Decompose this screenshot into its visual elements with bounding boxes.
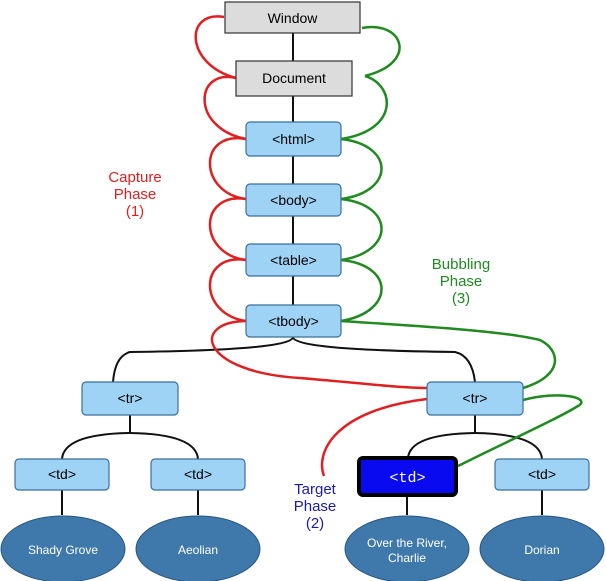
- target-phase-line2: Phase: [294, 498, 337, 515]
- node-table-label: <table>: [270, 252, 317, 268]
- node-tr-left: <tr>: [81, 381, 179, 416]
- capture-phase-label: Capture Phase (1): [108, 169, 161, 220]
- target-phase-label: Target Phase (2): [294, 481, 337, 532]
- node-document: Document: [235, 60, 353, 97]
- leaf-over-the-river-line2: Charlie: [388, 551, 426, 565]
- leaf-shady-grove-label: Shady Grove: [28, 543, 98, 557]
- node-tr-right: <tr>: [426, 381, 524, 416]
- node-html: <html>: [245, 121, 342, 157]
- tree-connectors: [61, 33, 543, 515]
- capture-arc-3: [208, 136, 247, 201]
- node-td-target-label: <td>: [389, 470, 425, 487]
- node-td-4: <td>: [494, 458, 590, 491]
- node-body-label: <body>: [270, 192, 317, 208]
- bubbling-phase-line3: (3): [452, 290, 470, 307]
- node-tbody: <tbody>: [245, 304, 342, 338]
- node-window-label: Window: [268, 10, 319, 26]
- leaf-over-the-river-line1: Over the River,: [367, 536, 447, 550]
- bubbling-phase-line2: Phase: [440, 273, 483, 290]
- node-td-2: <td>: [150, 458, 246, 491]
- leaf-shady-grove: Shady Grove: [0, 515, 126, 581]
- capture-phase-line3: (1): [126, 203, 144, 220]
- connector-tr-right-td4: [474, 432, 543, 460]
- node-td-2-label: <td>: [184, 466, 212, 482]
- capture-phase-line1: Capture: [108, 169, 161, 186]
- capture-arc-2: [203, 75, 247, 141]
- bubble-arc-1: [340, 258, 383, 323]
- node-td-4-label: <td>: [528, 466, 556, 482]
- bubble-arc-3: [340, 137, 383, 201]
- capture-arc-to-tr: [210, 319, 428, 390]
- leaf-over-the-river: Over the River, Charlie: [344, 515, 470, 581]
- leaf-dorian: Dorian: [479, 515, 605, 581]
- connector-tbody-tr-right: [292, 336, 476, 383]
- bubble-arc-target-to-tr: [457, 394, 583, 468]
- node-tr-left-label: <tr>: [118, 390, 143, 406]
- bubbling-phase-label: Bubbling Phase (3): [432, 256, 490, 307]
- bubble-arc-5: [361, 25, 401, 78]
- bubbling-phase-line1: Bubbling: [432, 256, 490, 273]
- leaf-aeolian: Aeolian: [135, 515, 261, 581]
- bubble-arc-4: [340, 74, 388, 141]
- node-window: Window: [224, 1, 361, 34]
- node-td-1: <td>: [14, 458, 110, 491]
- connector-tr-left-td1: [61, 432, 131, 460]
- bubbling-arcs: [340, 25, 583, 468]
- capture-arc-5: [208, 258, 247, 323]
- target-phase-line1: Target: [294, 481, 337, 498]
- node-td-target: <td>: [357, 456, 458, 497]
- node-document-label: Document: [262, 70, 326, 86]
- capture-arc-1: [194, 15, 237, 80]
- connector-tr-right-td-target: [407, 432, 476, 459]
- connector-tr-left-td2: [129, 432, 199, 460]
- node-body: <body>: [245, 183, 342, 217]
- node-td-1-label: <td>: [48, 466, 76, 482]
- target-phase-line3: (2): [306, 515, 324, 532]
- node-tbody-label: <tbody>: [268, 313, 319, 329]
- node-tr-right-label: <tr>: [463, 390, 488, 406]
- capture-arc-to-target: [320, 397, 428, 477]
- bubble-arc-2: [340, 197, 383, 262]
- leaf-aeolian-label: Aeolian: [178, 543, 218, 557]
- capture-arcs: [194, 15, 428, 477]
- capture-arc-4: [208, 197, 247, 262]
- connector-tbody-tr-left: [112, 336, 294, 383]
- leaf-dorian-label: Dorian: [524, 543, 559, 557]
- bubble-arc-tr-to-tbody: [340, 319, 557, 390]
- capture-phase-line2: Phase: [114, 186, 157, 203]
- node-html-label: <html>: [272, 131, 315, 147]
- node-table: <table>: [245, 243, 342, 277]
